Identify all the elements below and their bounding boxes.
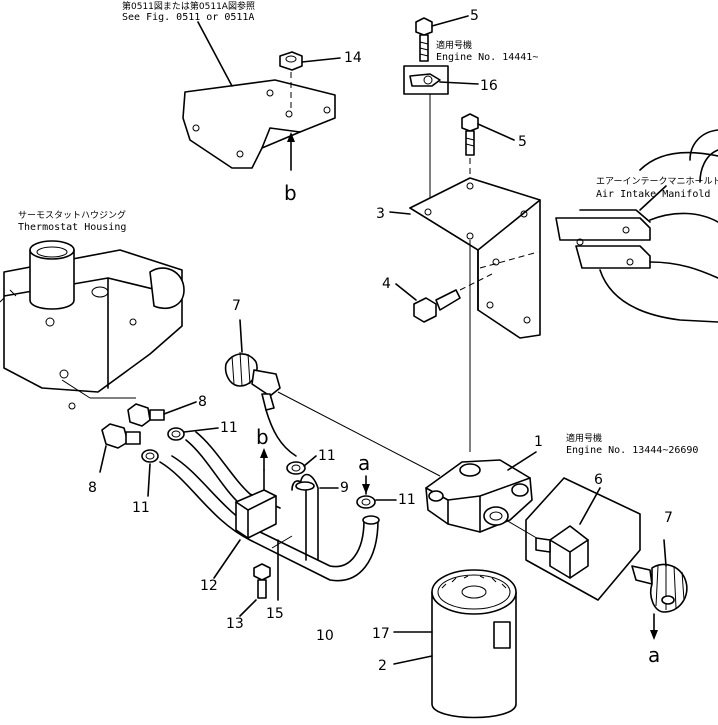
thermostat-housing xyxy=(0,240,185,410)
applicable-jp-2: 適用号機 xyxy=(566,432,602,444)
bracket-3 xyxy=(409,177,541,339)
filter-head-1 xyxy=(425,459,533,533)
callout-2: 2 xyxy=(378,658,387,674)
fitting-7-upper xyxy=(224,351,281,411)
ref-letter-b-mid: b xyxy=(256,425,269,449)
nut-14 xyxy=(279,51,303,71)
thermostat-en: Thermostat Housing xyxy=(18,222,126,233)
callout-7-right: 7 xyxy=(664,510,673,526)
filter-2 xyxy=(431,569,517,719)
callout-6: 6 xyxy=(594,472,603,488)
callout-5-upper: 5 xyxy=(470,8,479,24)
fig-ref-en: See Fig. 0511 or 0511A xyxy=(122,12,254,23)
bolt-4 xyxy=(413,289,461,323)
engine-range-2: Engine No. 13444~26690 xyxy=(566,445,698,456)
callout-17: 17 xyxy=(372,626,390,642)
sensor-6-box xyxy=(525,477,641,601)
callout-8-upper: 8 xyxy=(198,394,207,410)
callout-16: 16 xyxy=(480,78,498,94)
upper-bracket xyxy=(182,79,336,169)
callout-13: 13 xyxy=(226,616,244,632)
bolt-13 xyxy=(253,563,271,599)
manifold-jp: エアーインテークマニホールド xyxy=(596,176,718,187)
bolt-5-lower xyxy=(461,113,479,156)
manifold-en: Air Intake Manifold xyxy=(596,189,710,200)
callout-9: 9 xyxy=(340,480,349,496)
callout-11-b: 11 xyxy=(132,500,150,516)
clip-16-box xyxy=(403,65,449,95)
thermostat-jp: サーモスタットハウジング xyxy=(18,209,126,221)
applicable-jp-1: 適用号機 xyxy=(436,39,472,51)
callout-3: 3 xyxy=(376,206,385,222)
clamp-11-c xyxy=(286,461,306,475)
fitting-7-right xyxy=(631,563,688,613)
callout-4: 4 xyxy=(382,276,391,292)
air-intake-manifold xyxy=(555,129,718,323)
ref-letter-b-top: b xyxy=(284,181,297,205)
callout-12: 12 xyxy=(200,578,218,594)
callout-7-upper: 7 xyxy=(232,298,241,314)
callout-11-d: 11 xyxy=(398,492,416,508)
callout-5-lower: 5 xyxy=(518,134,527,150)
fitting-8-lower xyxy=(101,423,141,449)
bracket-12 xyxy=(235,489,277,539)
clamp-11-b xyxy=(141,449,159,463)
ref-letter-a-mid: a xyxy=(358,451,370,475)
engine-range-1: Engine No. 14441~ xyxy=(436,52,538,63)
callout-14: 14 xyxy=(344,50,362,66)
clamp-11-d xyxy=(356,495,376,509)
fig-ref-jp: 第0511図または第0511A図参照 xyxy=(122,0,255,12)
ref-letter-a-bottom: a xyxy=(648,643,660,667)
callout-10: 10 xyxy=(316,628,334,644)
fitting-8-upper xyxy=(127,403,165,427)
clamp-11-a xyxy=(167,427,185,441)
callout-15: 15 xyxy=(266,606,284,622)
callout-8-lower: 8 xyxy=(88,480,97,496)
callout-1: 1 xyxy=(534,434,543,450)
bolt-5-upper xyxy=(415,17,433,62)
callout-11-a: 11 xyxy=(220,420,238,436)
callout-11-c: 11 xyxy=(318,448,336,464)
